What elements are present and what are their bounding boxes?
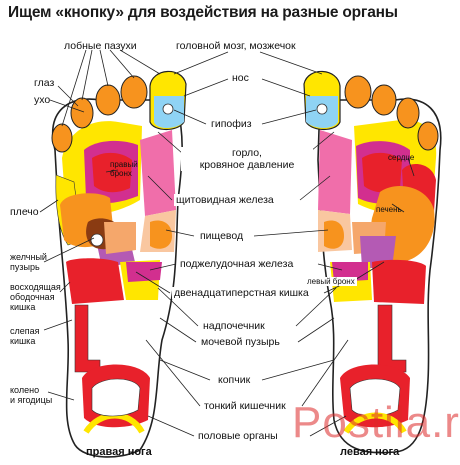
label-duodenum: двенадцатиперстная кишка	[172, 287, 311, 299]
right-red-colon-loop	[74, 304, 101, 373]
label-frontal-sinuses: лобные пазухи	[64, 40, 137, 52]
left-pink-spine	[318, 130, 352, 214]
left-lung-red-zone	[362, 152, 402, 193]
right-toe-3	[95, 84, 121, 116]
right-gallbladder-dot	[90, 233, 104, 247]
left-toe-5	[417, 121, 439, 151]
caption-right-foot: правая нога	[86, 446, 152, 458]
right-magenta-duodenum	[126, 262, 162, 282]
left-toe-2	[344, 75, 372, 109]
left-esophagus-orange	[324, 220, 344, 249]
right-toe-5	[51, 123, 73, 153]
right-toe-2	[120, 75, 148, 109]
caption-left-foot: левая нога	[340, 446, 400, 458]
label-heart: сердце	[388, 153, 415, 162]
watermark-logo: Postila.ru	[292, 398, 460, 447]
label-genitals: половые органы	[196, 430, 280, 442]
label-small-intestine: тонкий кишечник	[202, 400, 288, 412]
label-coccyx: копчик	[216, 374, 253, 386]
label-ascending-colon: восходящая ободочная кишка	[10, 282, 61, 312]
left-red-mid	[372, 259, 426, 304]
label-gallbladder: желчный пузырь	[10, 252, 47, 272]
left-heel-yellow-arc	[343, 412, 407, 434]
left-purple-band	[360, 236, 396, 268]
label-bladder: мочевой пузырь	[199, 336, 282, 348]
left-toe-4	[396, 97, 420, 129]
right-inner-red-stripe	[66, 258, 124, 304]
label-ear: ухо	[34, 94, 51, 106]
right-tan-zone	[104, 222, 136, 254]
label-brain: головной мозг, мозжечок	[176, 40, 296, 52]
label-shoulder: плечо	[10, 206, 39, 218]
label-blind-gut: слепая кишка	[10, 326, 40, 346]
label-throat: горло, кровяное давление	[181, 147, 313, 171]
label-adrenal: надпочечник	[201, 320, 267, 332]
label-esophagus: пищевод	[198, 230, 246, 242]
label-knee-buttocks: колено и ягодицы	[10, 385, 53, 405]
right-esophagus-orange	[150, 220, 172, 249]
label-pituitary: гипофиз	[209, 118, 254, 130]
label-nose: нос	[230, 72, 251, 84]
left-heel-white-zone	[349, 378, 401, 417]
label-eye: глаз	[34, 77, 55, 89]
right-lung-red-zone	[92, 152, 132, 193]
left-pituitary-dot	[316, 103, 328, 115]
diagram-title: Ищем «кнопку» для воздействия на разные …	[8, 4, 398, 21]
left-foot	[303, 70, 442, 454]
right-pituitary-dot	[162, 103, 174, 115]
label-right-bronchus: правый бронх	[110, 160, 138, 178]
label-left-bronchus: левый бронх	[305, 277, 357, 286]
label-thyroid: щитовидная железа	[174, 194, 276, 206]
right-heel-white-zone	[91, 378, 141, 417]
left-toe-3	[371, 84, 397, 116]
label-liver: печень	[376, 205, 402, 214]
label-pancreas: поджелудочная железа	[178, 258, 296, 270]
